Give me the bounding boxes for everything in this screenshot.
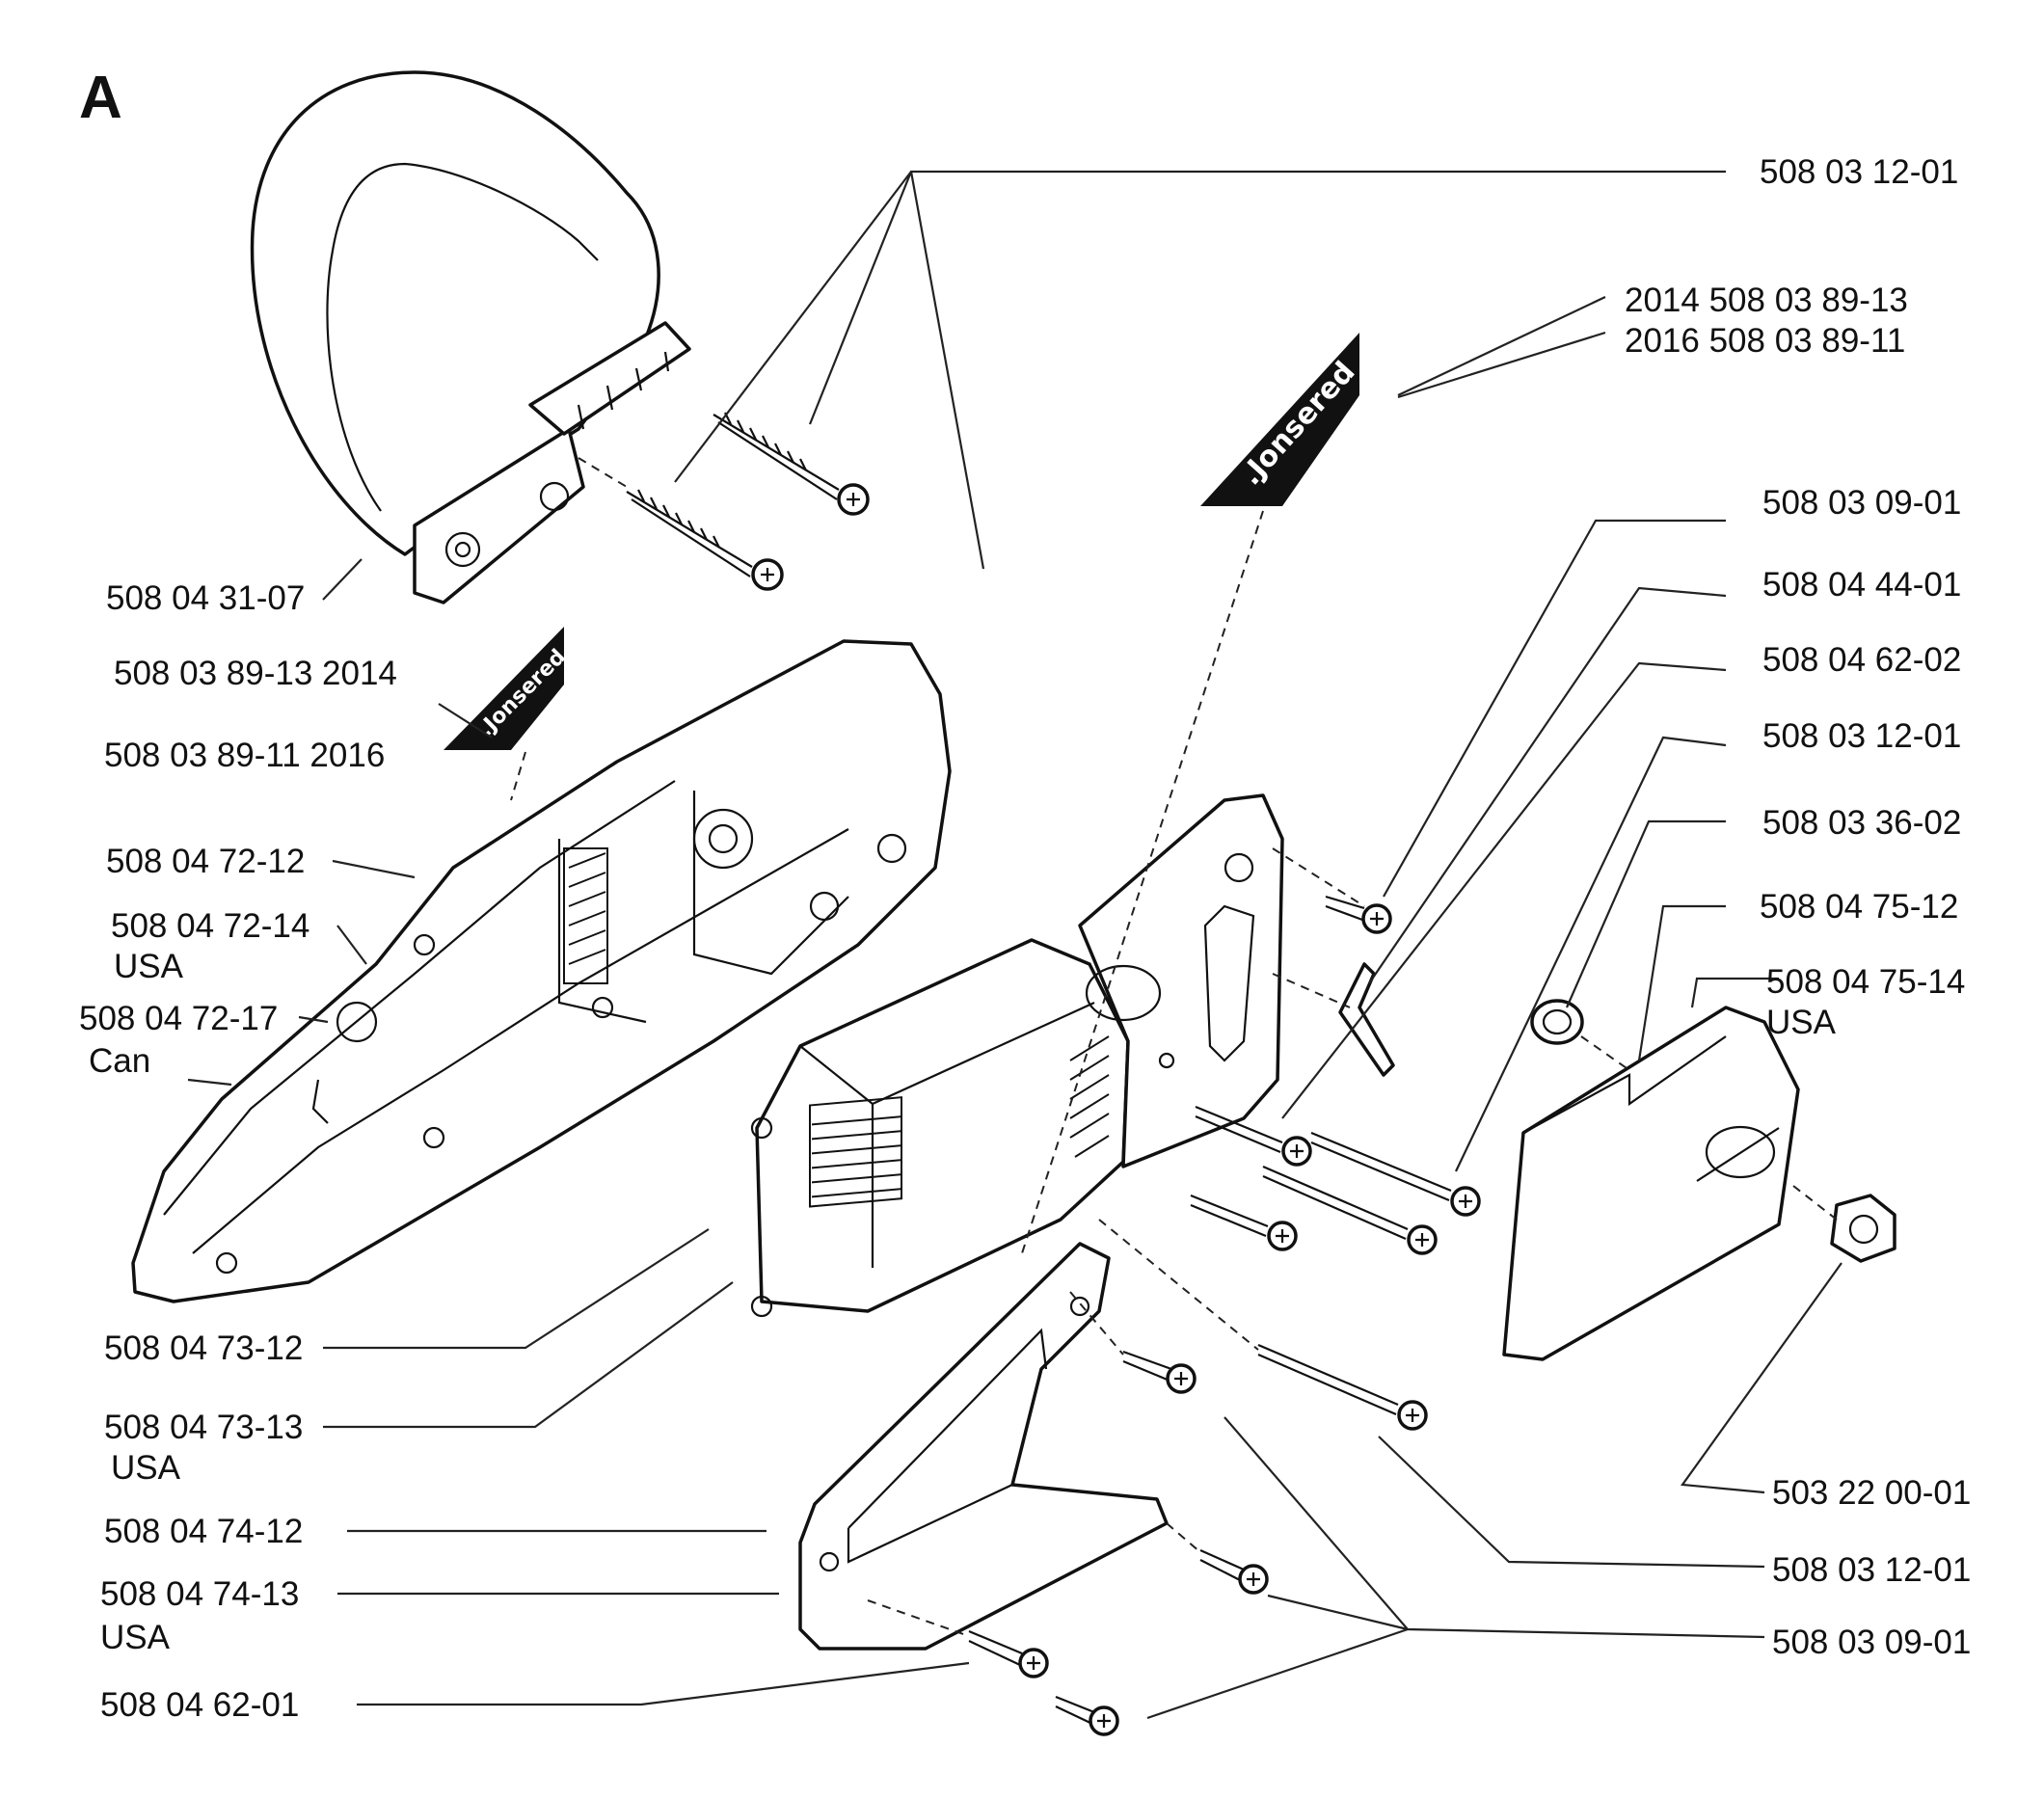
jonsered-decal-small: .Jonsered bbox=[444, 627, 571, 750]
screw-small-3 bbox=[968, 1629, 1049, 1678]
part-label: 508 04 73-12 bbox=[104, 1329, 303, 1367]
assembly-line-decal-large bbox=[1021, 510, 1264, 1254]
part-label: USA bbox=[1766, 1004, 1837, 1041]
part-label: 508 04 75-12 bbox=[1760, 888, 1958, 926]
screw-top-small bbox=[1325, 895, 1392, 934]
screw-handle-lower bbox=[626, 489, 784, 591]
part-label: USA bbox=[100, 1619, 171, 1656]
part-label: 508 04 74-13 bbox=[100, 1575, 299, 1613]
assembly-line-handle bbox=[578, 457, 628, 488]
screw-long-4 bbox=[1190, 1194, 1298, 1251]
screw-long-5 bbox=[1257, 1343, 1428, 1431]
part-labels: 508 03 12-01 2014 508 03 89-13 2016 508 … bbox=[79, 153, 1971, 1724]
part-label: 508 03 89-13 2014 bbox=[114, 655, 397, 692]
part-label: 2014 508 03 89-13 bbox=[1625, 282, 1908, 319]
rear-support bbox=[798, 1242, 1169, 1651]
part-label: 508 03 09-01 bbox=[1762, 484, 1961, 522]
part-label: 508 04 74-12 bbox=[104, 1513, 303, 1550]
screw-long-2 bbox=[1310, 1131, 1481, 1217]
part-label: 508 04 72-17 bbox=[79, 1000, 278, 1037]
screw-small-4 bbox=[1055, 1695, 1119, 1736]
part-label: USA bbox=[111, 1449, 181, 1487]
bushing bbox=[1530, 999, 1584, 1045]
assembly-line-decal-small bbox=[510, 751, 526, 801]
jonsered-decal-large: .Jonsered bbox=[1200, 333, 1362, 506]
part-label: 508 03 12-01 bbox=[1762, 717, 1961, 755]
assembly-line-sprocket bbox=[1580, 1035, 1838, 1221]
screw-long-3 bbox=[1262, 1165, 1438, 1255]
part-label: USA bbox=[114, 948, 184, 985]
part-label: Can bbox=[89, 1042, 150, 1080]
part-label: 508 03 12-01 bbox=[1772, 1551, 1971, 1589]
part-label: 508 04 72-14 bbox=[111, 907, 309, 945]
screw-long-1 bbox=[1195, 1105, 1312, 1167]
part-label: 508 04 31-07 bbox=[106, 579, 305, 617]
part-label: 508 03 09-01 bbox=[1772, 1624, 1971, 1661]
assembly-line-cover bbox=[1272, 847, 1365, 1008]
part-label: 508 03 12-01 bbox=[1760, 153, 1958, 191]
part-label: 508 04 73-13 bbox=[104, 1409, 303, 1446]
part-label: 508 04 72-12 bbox=[106, 843, 305, 880]
screw-small-1 bbox=[1122, 1350, 1197, 1394]
spring-clip bbox=[1338, 962, 1395, 1077]
diagram-section-label: A bbox=[79, 65, 122, 131]
screw-handle-upper bbox=[713, 412, 870, 516]
part-label: 508 04 75-14 bbox=[1766, 963, 1965, 1001]
part-label: 508 04 62-02 bbox=[1762, 641, 1961, 679]
gear-housing bbox=[750, 793, 1284, 1318]
part-label: 508 04 62-01 bbox=[100, 1686, 299, 1724]
sprocket-cover bbox=[1502, 1006, 1800, 1361]
screw-small-2 bbox=[1199, 1548, 1269, 1595]
part-label: 508 04 44-01 bbox=[1762, 566, 1961, 604]
leader-lines bbox=[187, 170, 1842, 1720]
hex-nut bbox=[1830, 1194, 1896, 1263]
part-label: 508 03 89-11 2016 bbox=[104, 737, 385, 774]
assembly-line-lower bbox=[1098, 1219, 1259, 1351]
part-label: 508 03 36-02 bbox=[1762, 804, 1961, 842]
front-handle bbox=[250, 70, 691, 604]
part-label: 2016 508 03 89-11 bbox=[1625, 322, 1905, 360]
motor-housing bbox=[131, 639, 952, 1303]
assembly-line-support bbox=[867, 1291, 1201, 1637]
part-label: 503 22 00-01 bbox=[1772, 1474, 1971, 1512]
